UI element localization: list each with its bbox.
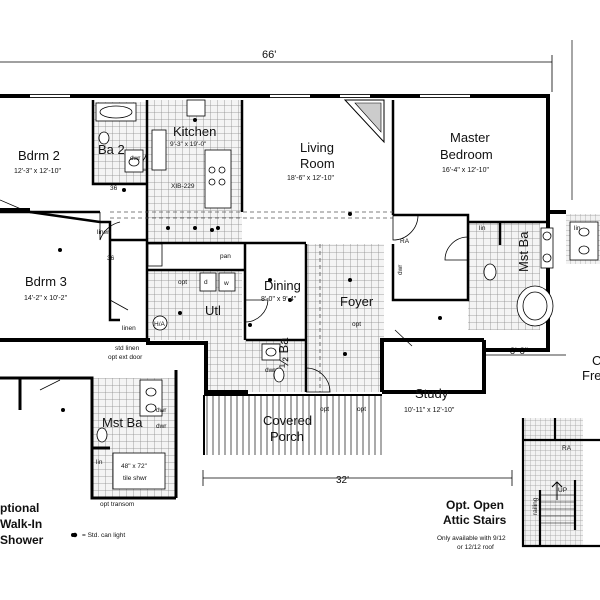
half-bath-dwr: dwr <box>265 367 276 374</box>
right-lin-label: lin <box>574 225 581 232</box>
inset-lin-label: lin <box>96 459 103 466</box>
attic-railing-label: railing <box>532 497 539 515</box>
beam-lines <box>110 211 393 392</box>
label-36-b: 36 <box>107 255 115 262</box>
shower-type: tile shwr <box>123 475 148 482</box>
study-label: Study <box>415 386 449 401</box>
inset-mstba-label: Mst Ba <box>102 415 143 430</box>
inset-walls <box>0 370 178 500</box>
dining-size: 8'-0" x 9'-4" <box>261 296 297 303</box>
kitchen-island <box>204 149 232 209</box>
porch-frame <box>203 394 382 455</box>
dryer-label: d <box>204 279 208 286</box>
opt-ext-door-label: opt ext door <box>108 354 143 361</box>
porch-label-1: Covered <box>263 413 312 428</box>
foyer-label: Foyer <box>340 294 374 309</box>
attic-note-1: Only available with 9/12 <box>437 535 506 542</box>
washer-label: w <box>223 280 229 287</box>
cutoff-fre: Fre <box>582 368 600 383</box>
water-heater <box>152 315 168 331</box>
up-arrow <box>551 481 563 500</box>
master-label-2: Bedroom <box>440 147 493 162</box>
dryer <box>199 272 217 292</box>
attic-title-2: Attic Stairs <box>443 513 507 527</box>
inset-title-3: Shower <box>0 533 44 547</box>
ba2-dwr: dwr <box>130 155 141 162</box>
master-label-1: Master <box>450 130 490 145</box>
linen-label-bottom: linen <box>122 325 136 332</box>
porch-opt-1: opt <box>320 406 329 413</box>
porch-opt-2: opt <box>357 406 366 413</box>
kitchen-note: XIB-229 <box>171 183 195 190</box>
pan-label: pan <box>220 253 231 260</box>
inset-dwr-2: dwr <box>156 423 167 430</box>
fixtures <box>95 99 599 490</box>
label-36-a: 36 <box>110 185 118 192</box>
dining-label: Dining <box>264 278 301 293</box>
mst-toilet <box>483 263 497 281</box>
living-label-2: Room <box>300 156 335 171</box>
bdrm2-label: Bdrm 2 <box>18 148 60 163</box>
foyer-floor <box>306 244 384 392</box>
cutoff-c: C <box>592 353 600 368</box>
study-size: 10'-11" x 12'-10" <box>404 407 455 414</box>
shower-size: 48" x 72" <box>121 463 148 470</box>
std-linen-label: std linen <box>115 345 140 352</box>
attic-stair-walls <box>521 418 600 548</box>
ba2-label: Ba 2 <box>98 142 125 157</box>
mst-dwr-label: dwr <box>397 264 404 275</box>
living-size: 18'-6" x 12'-10" <box>287 175 334 182</box>
opt-label: opt <box>178 279 187 286</box>
hall-floor <box>206 340 246 392</box>
linen-label-top: linen <box>97 229 111 236</box>
attic-ra-label: RA <box>562 445 572 452</box>
porch-deck <box>204 395 382 455</box>
interior-walls <box>0 100 548 392</box>
kitchen-size: 9'-3" x 19'-0" <box>170 141 207 148</box>
attic-up-label: UP <box>558 487 567 494</box>
transom-label: opt transom <box>100 501 134 508</box>
bdrm3-label: Bdrm 3 <box>25 274 67 289</box>
living-label-1: Living <box>300 140 334 155</box>
kitchen-counter-left <box>151 129 167 171</box>
tile-shower <box>112 452 166 490</box>
attic-title-1: Opt. Open <box>446 498 504 512</box>
inset-title-1: ptional <box>0 501 39 515</box>
porch-label-2: Porch <box>270 429 304 444</box>
inset-title-2: Walk-In <box>0 517 42 531</box>
dimension-32-label: 32' <box>336 475 349 486</box>
ba2-toilet <box>98 131 110 145</box>
washer <box>218 272 236 292</box>
inset-dwr-1: dwr <box>156 407 167 414</box>
util-label: Utl <box>205 303 221 318</box>
half-bath-toilet <box>273 367 285 383</box>
dimension-66-label: 66' <box>262 49 276 61</box>
ha-label: H/A <box>154 321 166 328</box>
dimension-66: 66' <box>0 49 553 92</box>
bdrm3-size: 14'-2" x 10'-2" <box>24 295 68 302</box>
legend-text: = Std. can light <box>82 532 125 539</box>
kitchen-label: Kitchen <box>173 124 216 139</box>
ra-label: RA <box>400 238 410 245</box>
dimension-32: 32' <box>202 470 513 486</box>
bdrm2-size: 12'-3" x 12'-10" <box>14 168 61 175</box>
legend-dot <box>72 532 78 538</box>
fireplace <box>343 99 385 144</box>
foyer-opt-label: opt <box>352 321 361 328</box>
master-size: 16'-4" x 12'-10" <box>442 167 489 174</box>
mst-ba-label: Mst Ba <box>516 231 531 272</box>
half-bath-label: ½ Ba <box>276 337 291 368</box>
kitchen-sink <box>186 99 206 117</box>
attic-note-2: or 12/12 roof <box>457 544 494 551</box>
mst-lin-label: lin <box>479 225 486 232</box>
